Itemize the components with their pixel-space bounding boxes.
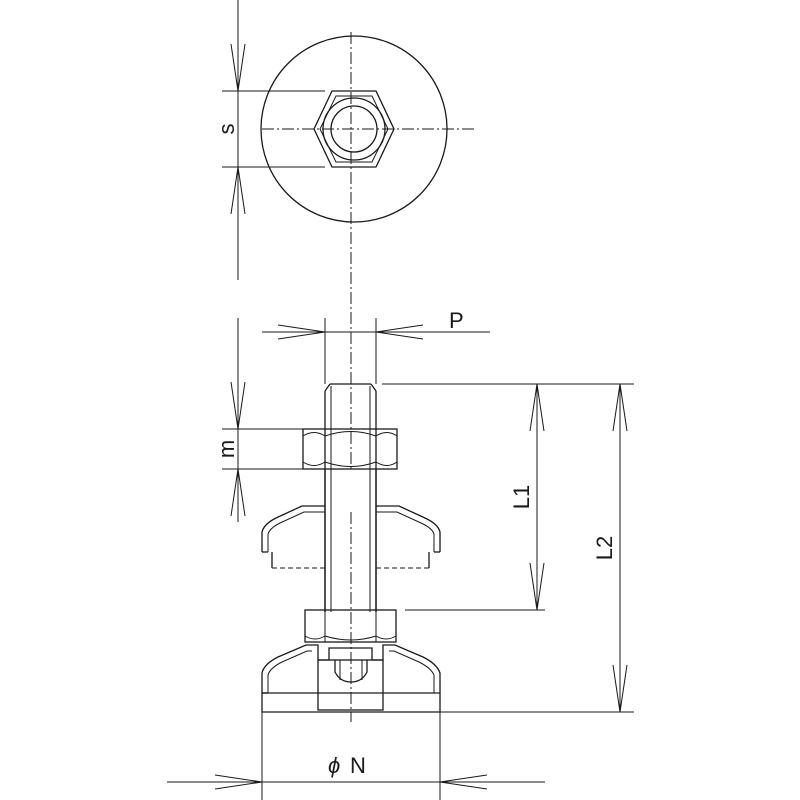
s-dimension: s <box>214 0 325 280</box>
n-arrow-left <box>214 774 263 790</box>
s-label: s <box>214 124 239 135</box>
side-view <box>261 383 441 713</box>
middle-dome-inner <box>267 511 435 552</box>
base-foot-inner <box>267 650 435 693</box>
l1-dimension: L1 <box>382 383 634 611</box>
m-label: m <box>214 440 239 458</box>
p-label: P <box>449 308 464 333</box>
m-arrow-top <box>230 381 246 430</box>
l2-arrow-top <box>612 383 628 432</box>
p-dimension: P <box>262 308 490 384</box>
m-dimension: m <box>214 318 303 522</box>
s-arrow-top <box>230 43 246 92</box>
n-dimension: ϕ N <box>167 700 545 800</box>
p-arrow-right <box>375 324 424 340</box>
base-socket <box>317 659 384 711</box>
hex-nut-chamfer <box>319 95 389 163</box>
lower-nut-body <box>304 609 397 643</box>
upper-nut-chamfer-bottom <box>302 461 398 467</box>
base-foot-outline <box>261 644 441 713</box>
top-view <box>260 35 476 223</box>
middle-dome-outline <box>261 505 441 552</box>
ball-stud <box>334 660 368 683</box>
n-label: N <box>350 753 366 778</box>
l2-arrow-bottom <box>612 664 628 713</box>
bolt-chamfer-left <box>324 383 331 392</box>
l2-dimension: L2 <box>440 383 634 713</box>
bolt-shaft-cover-upper <box>326 470 375 510</box>
l1-arrow-top <box>529 383 545 432</box>
l1-label: L1 <box>509 485 534 509</box>
bolt-chamfer-right <box>370 383 377 392</box>
l1-arrow-bottom <box>529 562 545 611</box>
l2-label: L2 <box>592 536 617 560</box>
s-arrow-bottom <box>230 166 246 215</box>
lower-nut-chamfer-bottom <box>304 635 397 641</box>
p-arrow-left <box>277 324 326 340</box>
phi-symbol: ϕ <box>328 753 340 778</box>
n-arrow-right <box>439 774 488 790</box>
upper-nut-chamfer-top <box>302 431 398 437</box>
m-arrow-bottom <box>230 468 246 517</box>
upper-nut-body <box>302 428 398 470</box>
